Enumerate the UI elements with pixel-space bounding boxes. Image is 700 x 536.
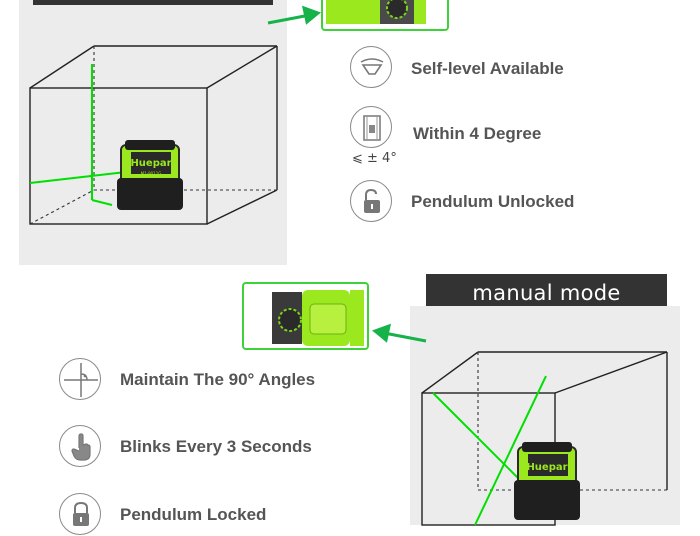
tap-hand-icon (59, 425, 101, 467)
feature-blinks-label: Blinks Every 3 Seconds (120, 437, 312, 456)
device-model-text: M1-9011G (141, 171, 162, 176)
crosshair-angle-icon (59, 358, 101, 400)
feature-pendulum-locked-label: Pendulum Locked (120, 505, 267, 524)
auto-mode-room-illustration: Huepar M1-9011G (29, 0, 449, 225)
tilt-range-note: ⩽ ± 4° (352, 151, 397, 166)
manual-mode-banner: manual mode (426, 274, 667, 312)
top-banner-bar (33, 0, 273, 5)
manual-mode-room-illustration: Huepar (242, 282, 668, 526)
manual-mode-zoom-detail (242, 282, 369, 350)
auto-mode-illustration-panel (19, 0, 287, 265)
arrow-left-icon (371, 323, 427, 343)
feature-90-angles-label: Maintain The 90° Angles (120, 370, 316, 389)
auto-mode-zoom-detail (321, 0, 449, 31)
feature-pendulum-unlocked-label: Pendulum Unlocked (411, 192, 575, 211)
unlocked-padlock-icon (350, 180, 392, 222)
laser-level-device-manual (514, 442, 580, 520)
device-brand-logo-manual: Huepar (526, 462, 567, 473)
locked-padlock-icon (59, 493, 101, 535)
self-level-icon (350, 46, 392, 88)
feature-self-level-label: Self-level Available (411, 59, 564, 78)
laser-level-device (117, 140, 183, 210)
arrow-right-icon (267, 5, 322, 25)
vial-level-icon (350, 106, 392, 148)
device-brand-logo: Huepar (130, 158, 171, 169)
feature-within-degree-label: Within 4 Degree (413, 124, 542, 143)
